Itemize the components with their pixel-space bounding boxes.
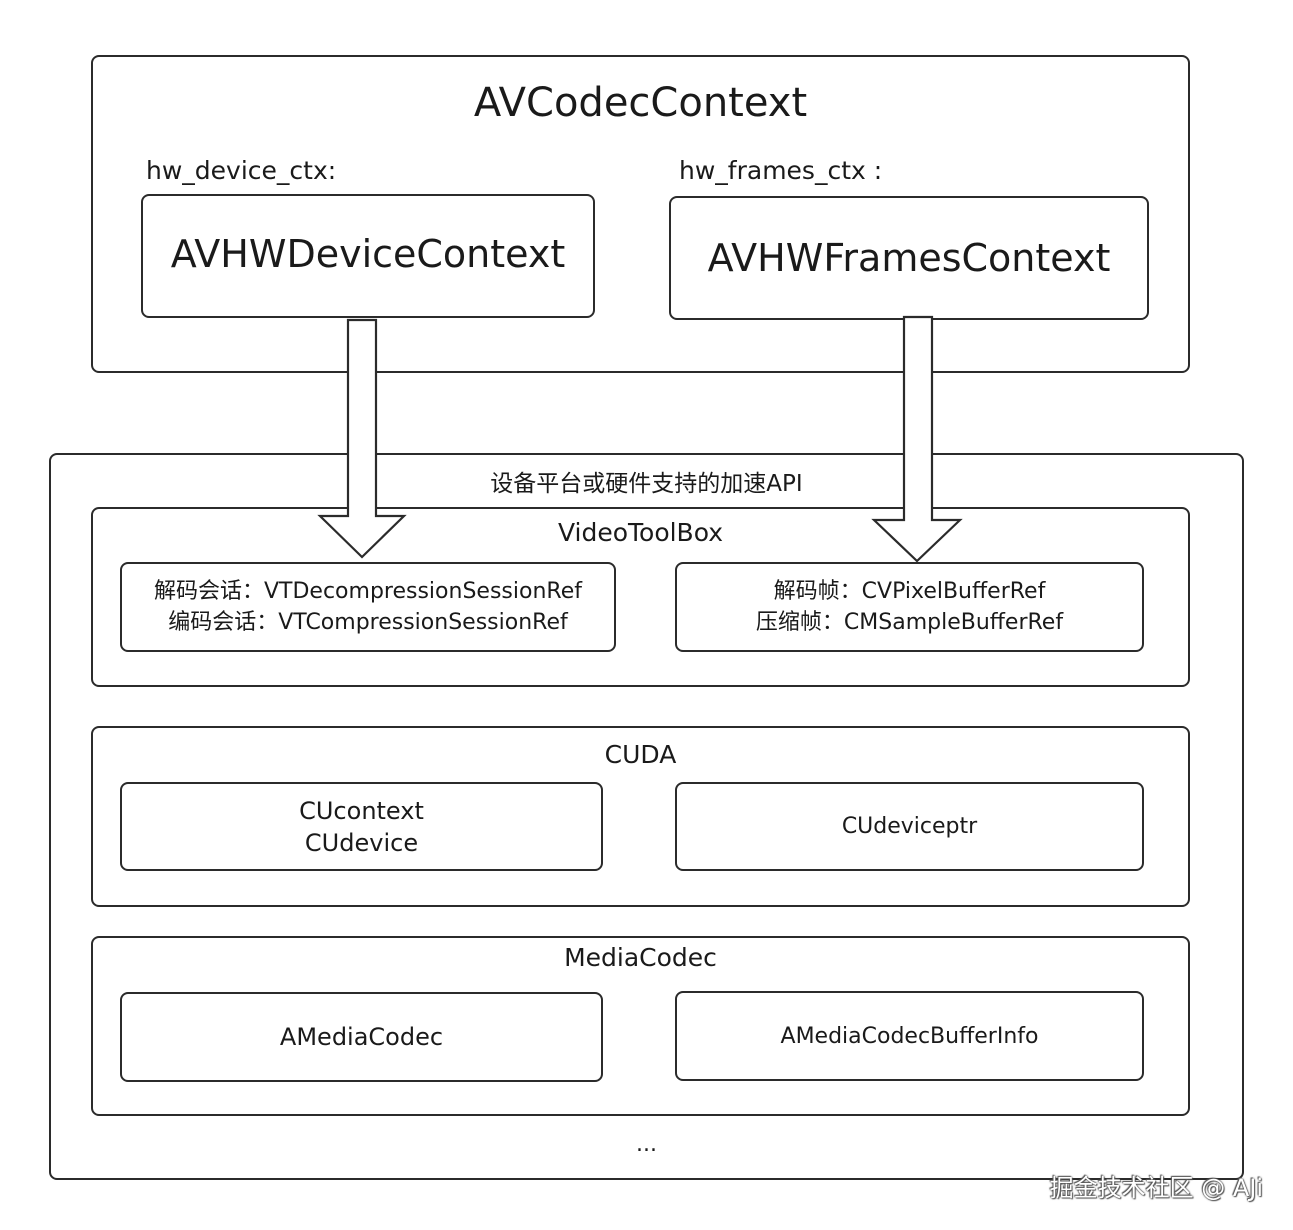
more-ellipsis: ... — [636, 1132, 657, 1157]
hw-device-ctx-label: hw_device_ctx: — [146, 156, 337, 185]
compression-session-text: 编码会话：VTCompressionSessionRef — [168, 610, 568, 635]
platform-title: 设备平台或硬件支持的加速API — [490, 471, 803, 497]
pixel-buffer-text: 解码帧：CVPixelBufferRef — [773, 579, 1046, 604]
videotoolbox-session-box: 解码会话：VTDecompressionSessionRef 编码会话：VTCo… — [120, 562, 616, 652]
videotoolbox-buffer-box: 解码帧：CVPixelBufferRef 压缩帧：CMSampleBufferR… — [675, 562, 1144, 652]
decompression-session-text: 解码会话：VTDecompressionSessionRef — [154, 579, 582, 604]
avhwframescontext-label: AVHWFramesContext — [707, 236, 1111, 280]
avhwdevicecontext-label: AVHWDeviceContext — [170, 232, 566, 276]
cuda-title: CUDA — [604, 740, 677, 769]
cucontext-text: CUcontext — [299, 796, 424, 825]
cudevice-text: CUdevice — [304, 828, 419, 857]
amediacodecbufferinfo-text: AMediaCodecBufferInfo — [780, 1023, 1039, 1049]
cudeviceptr-text: CUdeviceptr — [841, 814, 978, 839]
watermark-text: 掘金技术社区 @ AJi — [1049, 1174, 1263, 1202]
mediacodec-title: MediaCodec — [564, 943, 717, 972]
amediacodec-text: AMediaCodec — [279, 1022, 444, 1051]
amediacodecbufferinfo-box: AMediaCodecBufferInfo — [675, 991, 1144, 1081]
amediacodec-box: AMediaCodec — [120, 992, 603, 1082]
avhwframescontext-box: AVHWFramesContext — [669, 196, 1149, 320]
videotoolbox-title: VideoToolBox — [557, 518, 724, 547]
avhwdevicecontext-box: AVHWDeviceContext — [141, 194, 595, 318]
cuda-context-box: CUcontext CUdevice — [120, 782, 603, 871]
avcodeccontext-title: AVCodecContext — [473, 80, 808, 126]
cuda-deviceptr-box: CUdeviceptr — [675, 782, 1144, 871]
hw-frames-ctx-label: hw_frames_ctx : — [679, 156, 883, 185]
sample-buffer-text: 压缩帧：CMSampleBufferRef — [755, 610, 1064, 635]
